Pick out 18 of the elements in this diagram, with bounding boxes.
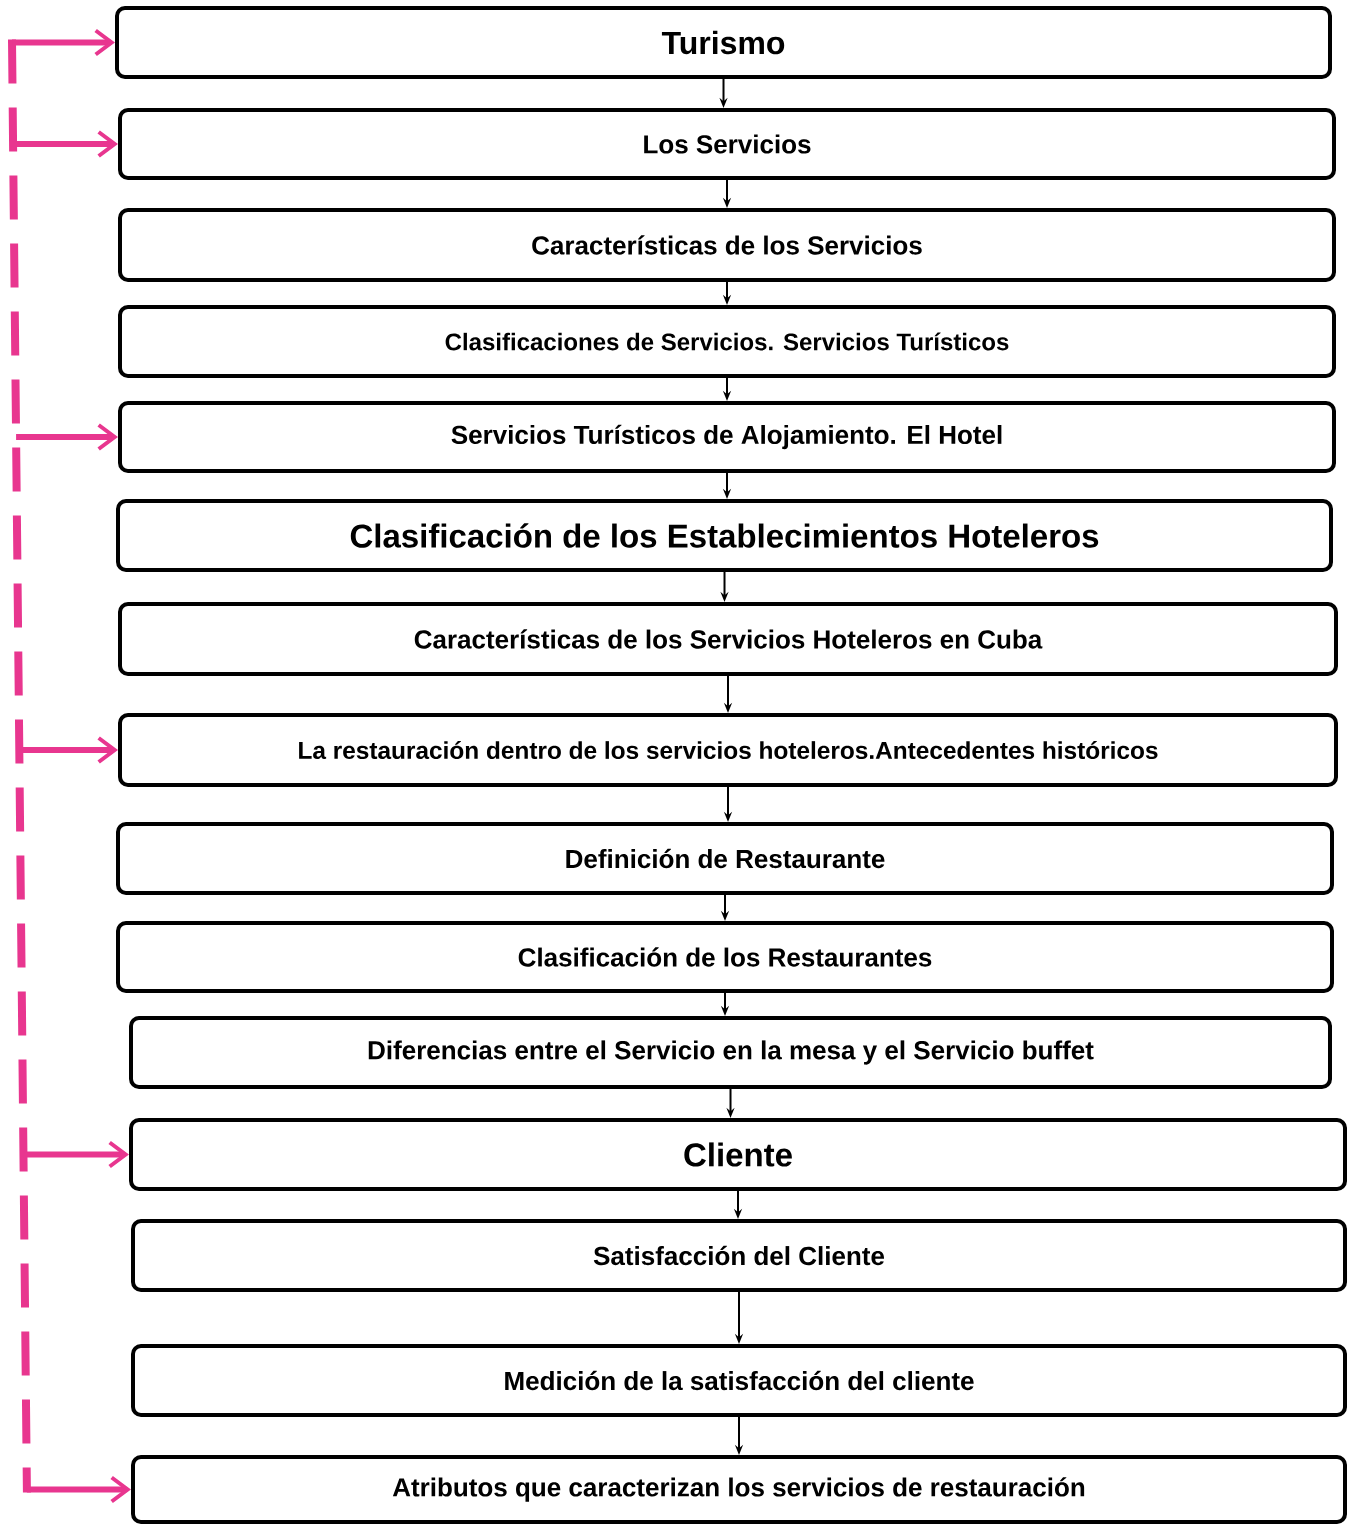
topic-box: Clasificaciones de Servicios. Servicios Turísticos bbox=[118, 305, 1336, 378]
topic-box: Medición de la satisfacción del cliente bbox=[131, 1344, 1347, 1417]
topic-box: Cliente bbox=[129, 1118, 1347, 1191]
topic-box: Diferencias entre el Servicio en la mesa y el Servicio buffet bbox=[129, 1016, 1332, 1089]
topic-box: Los Servicios bbox=[118, 108, 1336, 180]
arrow bbox=[16, 423, 118, 451]
topic-box: Turismo bbox=[115, 6, 1332, 79]
topic-box: Definición de Restaurante bbox=[116, 822, 1334, 895]
arrow bbox=[12, 28, 115, 57]
topic-box: Clasificación de los Restaurantes bbox=[116, 921, 1334, 993]
topic-box: Atributos que caracterizan los servicios de restauración bbox=[131, 1455, 1347, 1524]
topic-box: Características de los Servicios Hoteleros en Cuba bbox=[118, 602, 1338, 676]
topic-box: Características de los Servicios bbox=[118, 208, 1336, 282]
topic-box: Servicios Turísticos de Alojamiento. El Hotel bbox=[118, 401, 1336, 473]
topic-box: Clasificación de los Establecimientos Hoteleros bbox=[116, 499, 1333, 572]
topic-box: La restauración dentro de los servicios hoteleros.Antecedentes históricos bbox=[118, 713, 1338, 787]
arrow bbox=[26, 1475, 131, 1504]
topic-box: Satisfacción del Cliente bbox=[131, 1219, 1347, 1292]
